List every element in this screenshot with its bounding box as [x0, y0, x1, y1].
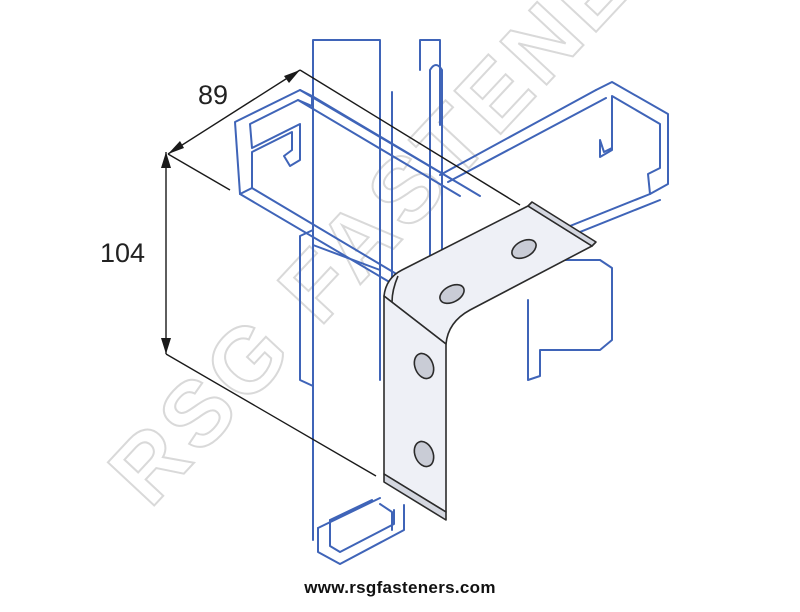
bracket-hole-upper-left [439, 283, 465, 305]
footer-website: www.rsgfasteners.com [304, 578, 496, 597]
right-channel-end [595, 81, 669, 195]
height-arrow-bottom [161, 338, 171, 354]
height-dimension-label: 104 [100, 238, 145, 268]
width-arrow-right [284, 70, 300, 83]
bracket-hole-lower-bottom [413, 440, 435, 468]
right-channel-lower [469, 259, 613, 381]
bracket-vertical-edge [383, 473, 447, 521]
vertical-channel-mid [299, 229, 381, 387]
bottom-channel-lip [317, 497, 381, 529]
width-dimension-line [167, 69, 301, 155]
left-channel-end [234, 89, 313, 195]
bracket-hole-lower-top [413, 352, 435, 380]
bracket-horizontal-edge [527, 201, 597, 247]
vertical-channel-back [312, 39, 441, 126]
height-extension-bottom [165, 353, 377, 477]
bracket-hole-upper-right [511, 238, 537, 260]
width-extension-right [299, 69, 521, 206]
bottom-channel-end [317, 503, 405, 565]
width-arrow-left [168, 141, 184, 154]
width-dimension-label: 89 [198, 80, 228, 110]
height-arrow-top [161, 152, 171, 168]
bracket-bend [391, 275, 399, 303]
l-bracket [383, 201, 597, 521]
right-channel-top [439, 89, 607, 183]
width-extension-left [167, 153, 231, 191]
dimension-lines [161, 69, 521, 477]
